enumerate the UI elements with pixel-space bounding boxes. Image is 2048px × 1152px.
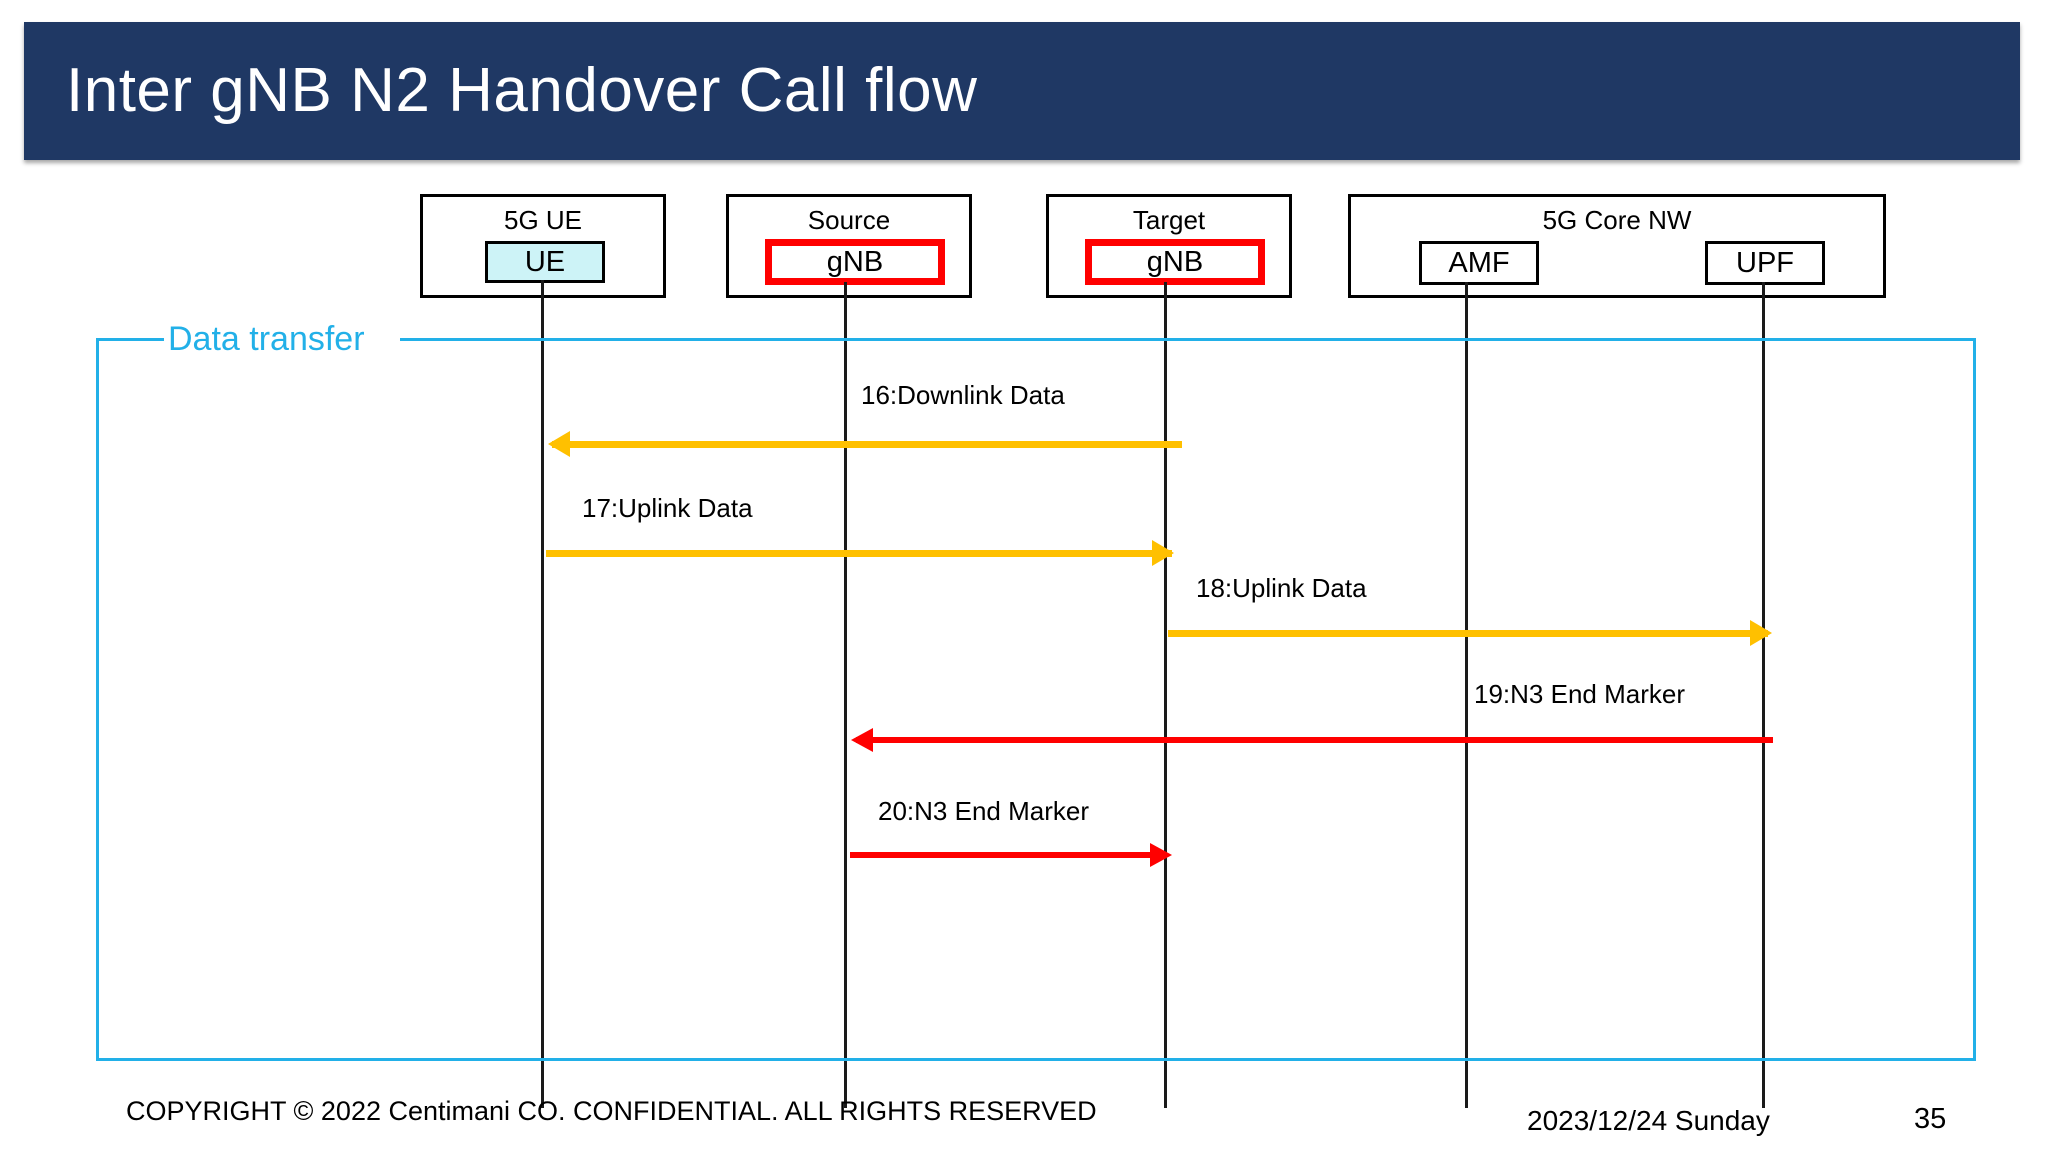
fragment-border-top-right (400, 338, 1976, 341)
lifeline-ue (541, 280, 544, 1108)
lifeline-amf (1465, 282, 1468, 1108)
participant-header-core-nw: 5G Core NW AMF UPF (1348, 194, 1886, 298)
lifeline-target-gnb (1164, 282, 1167, 1108)
participant-node-target-gnb[interactable]: gNB (1085, 239, 1265, 285)
message-label-17: 17:Uplink Data (582, 493, 753, 523)
message-arrowhead-16 (548, 431, 570, 457)
message-label-19: 19:N3 End Marker (1474, 679, 1685, 709)
participant-node-source-gnb[interactable]: gNB (765, 239, 945, 285)
fragment-border-left (96, 338, 99, 1060)
participant-node-ue[interactable]: UE (485, 241, 605, 283)
message-line-20 (850, 852, 1162, 858)
participant-header-ue: 5G UE UE (420, 194, 666, 298)
message-arrowhead-18 (1750, 620, 1772, 646)
fragment-border-right (1973, 338, 1976, 1060)
participant-node-amf[interactable]: AMF (1419, 241, 1539, 285)
message-label-16: 16:Downlink Data (861, 380, 1065, 410)
participant-header-source: Source gNB (726, 194, 972, 298)
message-line-16 (552, 441, 1182, 448)
participant-title-core-nw: 5G Core NW (1542, 205, 1692, 235)
message-arrowhead-17 (1152, 540, 1174, 566)
participant-node-upf[interactable]: UPF (1705, 241, 1825, 285)
participant-title-target: Target (1132, 205, 1206, 235)
participant-title-source: Source (807, 205, 891, 235)
message-line-17 (546, 550, 1172, 557)
slide-title-bar: Inter gNB N2 Handover Call flow (24, 22, 2020, 160)
message-line-19 (856, 737, 1773, 743)
fragment-border-top-left (96, 338, 164, 341)
footer-page-number: 35 (1914, 1103, 1947, 1135)
footer-date: 2023/12/24 Sunday (1527, 1105, 1770, 1136)
participant-title-ue: 5G UE (503, 205, 583, 235)
footer-copyright: COPYRIGHT © 2022 Centimani CO. CONFIDENT… (126, 1096, 1097, 1126)
lifeline-upf (1762, 282, 1765, 1108)
fragment-label-data-transfer: Data transfer (168, 320, 365, 358)
participant-header-target: Target gNB (1046, 194, 1292, 298)
message-arrowhead-19 (851, 728, 873, 752)
message-arrowhead-20 (1150, 843, 1172, 867)
page-title: Inter gNB N2 Handover Call flow (66, 56, 978, 125)
lifeline-source-gnb (844, 282, 847, 1108)
message-label-20: 20:N3 End Marker (878, 796, 1089, 826)
message-label-18: 18:Uplink Data (1196, 573, 1367, 603)
fragment-border-bottom (96, 1058, 1976, 1061)
message-line-18 (1168, 630, 1768, 637)
